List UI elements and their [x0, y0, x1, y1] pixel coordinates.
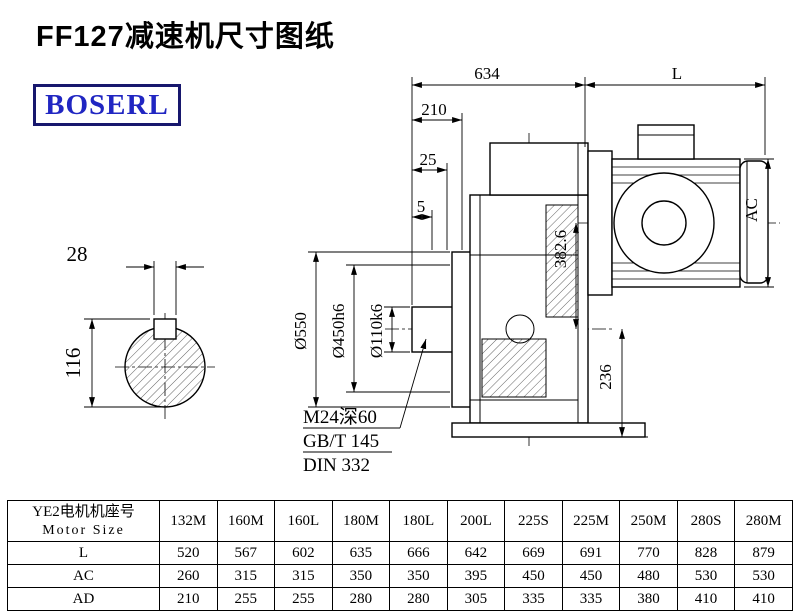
thread-spec: M24深60 — [303, 406, 377, 428]
row-label: L — [7, 541, 160, 565]
dim-210: 210 — [421, 100, 447, 119]
dim-116-lines — [84, 318, 162, 408]
cell: 315 — [274, 564, 333, 588]
table-row: AD 210 255 255 280 280 305 335 335 380 4… — [7, 587, 793, 611]
cell: 691 — [561, 541, 621, 565]
col-header: 225S — [504, 500, 563, 542]
motor-size-table: YE2电机机座号 Motor Size 132M 160M 160L 180M … — [7, 500, 793, 611]
cell: 530 — [734, 564, 793, 588]
cell: 669 — [504, 541, 563, 565]
dim-5: 5 — [417, 197, 426, 216]
cell: 280 — [331, 587, 391, 611]
col-header: 180L — [389, 500, 448, 542]
col-header: 132M — [159, 500, 218, 542]
dim-236: 236 — [596, 364, 615, 390]
col-header: 280S — [676, 500, 736, 542]
cell: 879 — [734, 541, 793, 565]
dim-AC: AC — [742, 198, 761, 222]
page-title: FF127减速机尺寸图纸 — [36, 21, 335, 53]
brand-logo-box: BOSERL — [33, 84, 181, 126]
cell: 770 — [619, 541, 678, 565]
cell: 305 — [446, 587, 506, 611]
dia-550: Ø550 — [291, 312, 310, 350]
cell: 395 — [446, 564, 506, 588]
motor-size-header: YE2电机机座号 Motor Size — [7, 500, 160, 542]
cell: 530 — [676, 564, 736, 588]
col-header: 280M — [734, 500, 793, 542]
dim-634: 634 — [474, 64, 500, 83]
technical-drawing: 28 116 — [61, 64, 780, 476]
cell: 450 — [504, 564, 563, 588]
table-header-row: YE2电机机座号 Motor Size 132M 160M 160L 180M … — [7, 500, 793, 542]
dim-382-6: 382.6 — [551, 230, 570, 268]
cell: 350 — [331, 564, 391, 588]
cell: 380 — [619, 587, 678, 611]
cell: 255 — [216, 587, 276, 611]
row-label: AD — [7, 587, 160, 611]
col-header: 180M — [331, 500, 391, 542]
cell: 210 — [159, 587, 218, 611]
dia-110k6: Ø110k6 — [367, 304, 386, 358]
col-header: 225M — [561, 500, 621, 542]
cell: 350 — [389, 564, 448, 588]
cell: 642 — [446, 541, 506, 565]
dim-L: L — [672, 64, 682, 83]
col-header: 160M — [216, 500, 276, 542]
cell: 480 — [619, 564, 678, 588]
cell: 260 — [159, 564, 218, 588]
cell: 410 — [676, 587, 736, 611]
dimension-lines — [303, 77, 774, 453]
cell: 828 — [676, 541, 736, 565]
dim-28: 28 — [67, 242, 88, 266]
shaft-section-view — [84, 261, 215, 419]
standard-din: DIN 332 — [303, 455, 370, 476]
table-row: L 520 567 602 635 666 642 669 691 770 82… — [7, 541, 793, 565]
cell: 335 — [504, 587, 563, 611]
col-header: 250M — [619, 500, 678, 542]
cell: 602 — [274, 541, 333, 565]
cell: 567 — [216, 541, 276, 565]
col-header: 160L — [274, 500, 333, 542]
motor-view — [578, 124, 780, 296]
col-header: 200L — [446, 500, 506, 542]
standard-gbt: GB/T 145 — [303, 431, 379, 452]
table-row: AC 260 315 315 350 350 395 450 450 480 5… — [7, 564, 793, 588]
cell: 315 — [216, 564, 276, 588]
dia-450h6: Ø450h6 — [329, 304, 348, 359]
dim-25: 25 — [420, 150, 437, 169]
row-label: AC — [7, 564, 160, 588]
brand-logo-text: BOSERL — [45, 88, 169, 121]
cell: 410 — [734, 587, 793, 611]
reducer-side-view — [385, 133, 646, 447]
cell: 255 — [274, 587, 333, 611]
cell: 666 — [389, 541, 448, 565]
dim-28-lines — [126, 261, 204, 315]
cell: 335 — [561, 587, 621, 611]
motor-size-header-en: Motor Size — [42, 522, 125, 538]
dim-116: 116 — [61, 348, 85, 379]
cell: 635 — [331, 541, 391, 565]
cell: 450 — [561, 564, 621, 588]
motor-size-header-cn: YE2电机机座号 — [32, 503, 135, 520]
cell: 520 — [159, 541, 218, 565]
cell: 280 — [389, 587, 448, 611]
